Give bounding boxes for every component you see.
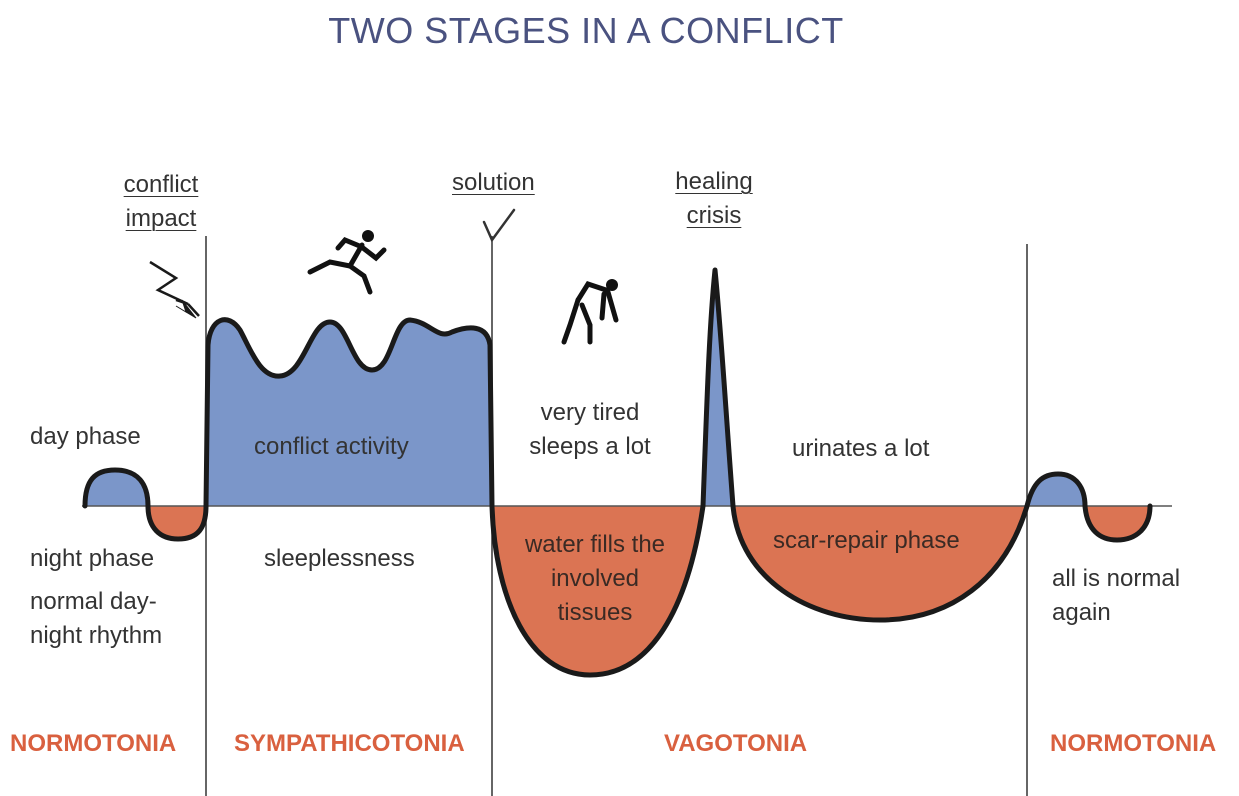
all-normal-line-1: all is normal: [1052, 565, 1181, 592]
running-figure-icon: [307, 230, 387, 295]
day-phase-label: day phase: [30, 423, 141, 450]
water-fills-line-2: involved: [550, 565, 640, 592]
normal-rhythm-label: normal day- night rhythm: [30, 585, 162, 653]
rhythm-curve: [82, 267, 1153, 678]
phase-sympathicotonia: SYMPATHICOTONIA: [234, 730, 465, 757]
sleeplessness-label: sleeplessness: [264, 545, 415, 572]
very-tired-line-1: very tired: [540, 399, 640, 426]
urinates-label: urinates a lot: [792, 435, 930, 462]
day-phase-hump: [85, 470, 148, 506]
scar-repair-dip: [733, 506, 1027, 620]
normal-night-dip: [1085, 506, 1150, 540]
tired-figure-icon: [561, 279, 619, 345]
water-fills-dip: [492, 506, 703, 675]
very-tired-label: very tired sleeps a lot: [515, 396, 665, 464]
healing-crisis-marker: healing crisis: [664, 165, 764, 233]
healing-crisis-line-1: healing: [675, 168, 753, 195]
lightning-bolt-icon: [149, 260, 200, 319]
all-normal-label: all is normal again: [1052, 562, 1180, 630]
solution-marker: solution: [452, 169, 535, 196]
below-baseline-fills: [148, 506, 1150, 675]
checkmark-icon: [482, 208, 516, 243]
very-tired-line-2: sleeps a lot: [529, 433, 651, 460]
normal-rhythm-line-2: night rhythm: [30, 622, 163, 649]
night-phase-dip: [148, 506, 206, 539]
all-normal-line-2: again: [1052, 599, 1111, 626]
water-fills-line-1: water fills the: [524, 531, 666, 558]
conflict-impact-line-1: conflict: [123, 171, 199, 198]
conflict-activity-label: conflict activity: [254, 433, 409, 460]
conflict-impact-line-2: impact: [125, 205, 197, 232]
healing-crisis-line-2: crisis: [686, 202, 742, 229]
night-phase-label: night phase: [30, 545, 155, 572]
phase-normotonia-right: NORMOTONIA: [1050, 730, 1217, 757]
conflict-activity-area: [206, 319, 492, 506]
above-baseline-fills: [85, 270, 1085, 506]
conflict-impact-marker: conflict impact: [106, 168, 216, 236]
scar-repair-label: scar-repair phase: [773, 527, 960, 554]
normal-rhythm-line-1: normal day-: [30, 588, 157, 615]
phase-normotonia-left: NORMOTONIA: [10, 730, 177, 757]
water-fills-line-3: tissues: [557, 599, 633, 626]
phase-vagotonia: VAGOTONIA: [664, 730, 808, 757]
diagram-title: TWO STAGES IN A CONFLICT: [328, 10, 844, 51]
water-fills-label: water fills the involved tissues: [505, 528, 685, 630]
